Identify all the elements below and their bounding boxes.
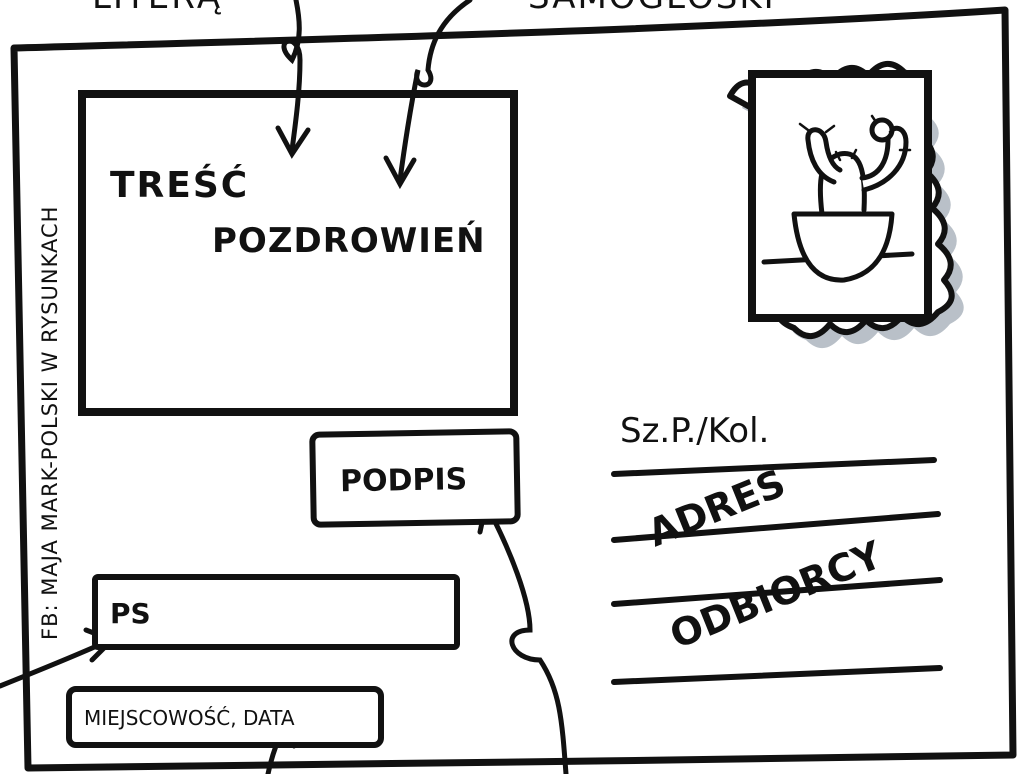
signature-label: PODPIS	[340, 465, 468, 497]
top-right-cut-label: SAMOGŁOSKI	[528, 0, 776, 14]
message-body-line2: POZDROWIEŃ	[212, 224, 486, 258]
credit-text: FB: MAJA MARK-POLSKI W RYSUNKACH	[40, 206, 61, 640]
ps-box: PS	[92, 574, 460, 650]
arrow-to-signature	[480, 504, 566, 774]
place-date-label: MIEJSCOWOŚĆ, DATA	[84, 708, 295, 728]
ps-label: PS	[110, 600, 151, 628]
top-left-cut-label: LITERĄ	[92, 0, 222, 14]
message-body-line1: TREŚĆ	[110, 168, 249, 204]
signature-box: PODPIS	[309, 428, 521, 528]
place-date-box: MIEJSCOWOŚĆ, DATA	[66, 686, 384, 748]
arrow-to-body-left	[278, 0, 308, 154]
recipient-prefix: Sz.P./Kol.	[620, 414, 769, 448]
